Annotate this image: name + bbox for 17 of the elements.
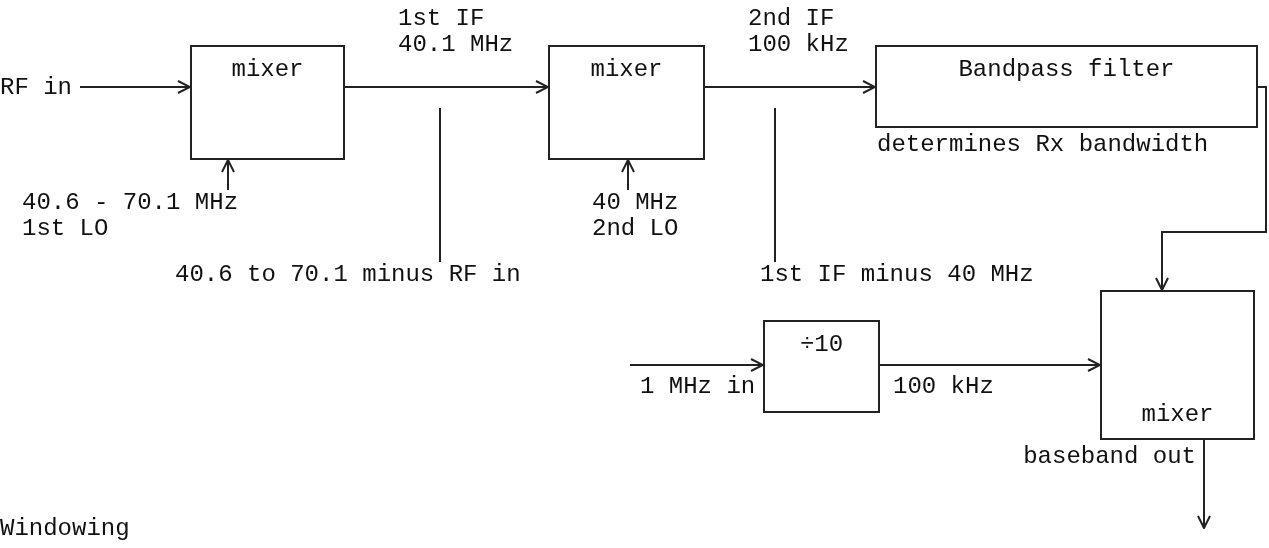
box-caption: determines Rx bandwidth (877, 132, 1209, 158)
signal-arrow (704, 80, 876, 94)
mixer-box (190, 45, 345, 160)
note-label: Windowing (0, 516, 130, 542)
leader-line (439, 107, 441, 263)
signal-arrow (344, 80, 549, 94)
signal-arrow (879, 358, 1101, 372)
mixer-box (548, 45, 705, 160)
signal-arrow (1197, 439, 1211, 529)
signal-arrow (1155, 86, 1267, 291)
signal-arrow (221, 159, 235, 191)
box-caption: baseband out (1023, 444, 1196, 470)
signal-arrow (79, 80, 191, 94)
signal-arrow (629, 358, 764, 372)
leader-line (774, 107, 776, 263)
signal-arrow (621, 159, 635, 191)
box-label: Bandpass filter (958, 57, 1175, 83)
